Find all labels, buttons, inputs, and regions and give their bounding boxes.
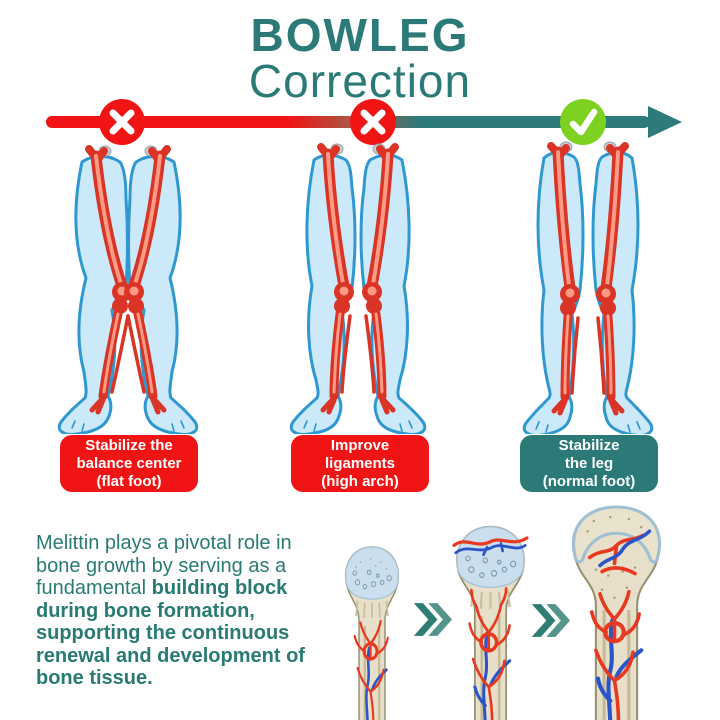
stage-label-line: balance center [76, 454, 182, 472]
bone-growth-stage-1 [345, 546, 399, 720]
stage-label-line: Stabilize the [85, 436, 173, 454]
stage-label-normal-foot: Stabilize the leg (normal foot) [520, 435, 658, 492]
description-normal: Melittin plays a pivotal role in bone gr… [36, 532, 292, 599]
stage-label-line: (high arch) [321, 472, 399, 490]
arrow-head [648, 106, 682, 138]
arrow-bar [46, 116, 650, 128]
cross-icon [350, 99, 396, 145]
double-chevron-icon [413, 603, 452, 636]
cross-icon [99, 99, 145, 145]
stage-label-flat-foot: Stabilize the balance center (flat foot) [60, 435, 198, 492]
check-icon [560, 99, 606, 145]
bone-growth-stage-3 [572, 505, 661, 720]
stage-label-line: Stabilize [558, 436, 620, 454]
description-bold: building block during bone formation, su… [36, 577, 305, 689]
stage-label-line: ligaments [324, 454, 396, 472]
legs-illustration-flat-foot [42, 138, 214, 434]
progress-arrow [46, 99, 682, 145]
legs-illustration-normal-foot [502, 138, 674, 434]
stage-label-line: (flat foot) [96, 472, 162, 490]
stage-label-line: the leg [564, 454, 614, 472]
stage-label-line: Improve [330, 436, 390, 454]
stage-label-line: (normal foot) [542, 472, 636, 490]
stage-label-high-arch: Improve ligaments (high arch) [291, 435, 429, 492]
bone-growth-stage-2 [452, 525, 529, 720]
page-subtitle: Correction [248, 55, 472, 107]
page-title: BOWLEG [250, 9, 470, 61]
double-chevron-icon [531, 604, 570, 637]
legs-illustration-high-arch [272, 138, 444, 434]
description-text: Melittin plays a pivotal role in bone gr… [36, 532, 312, 690]
